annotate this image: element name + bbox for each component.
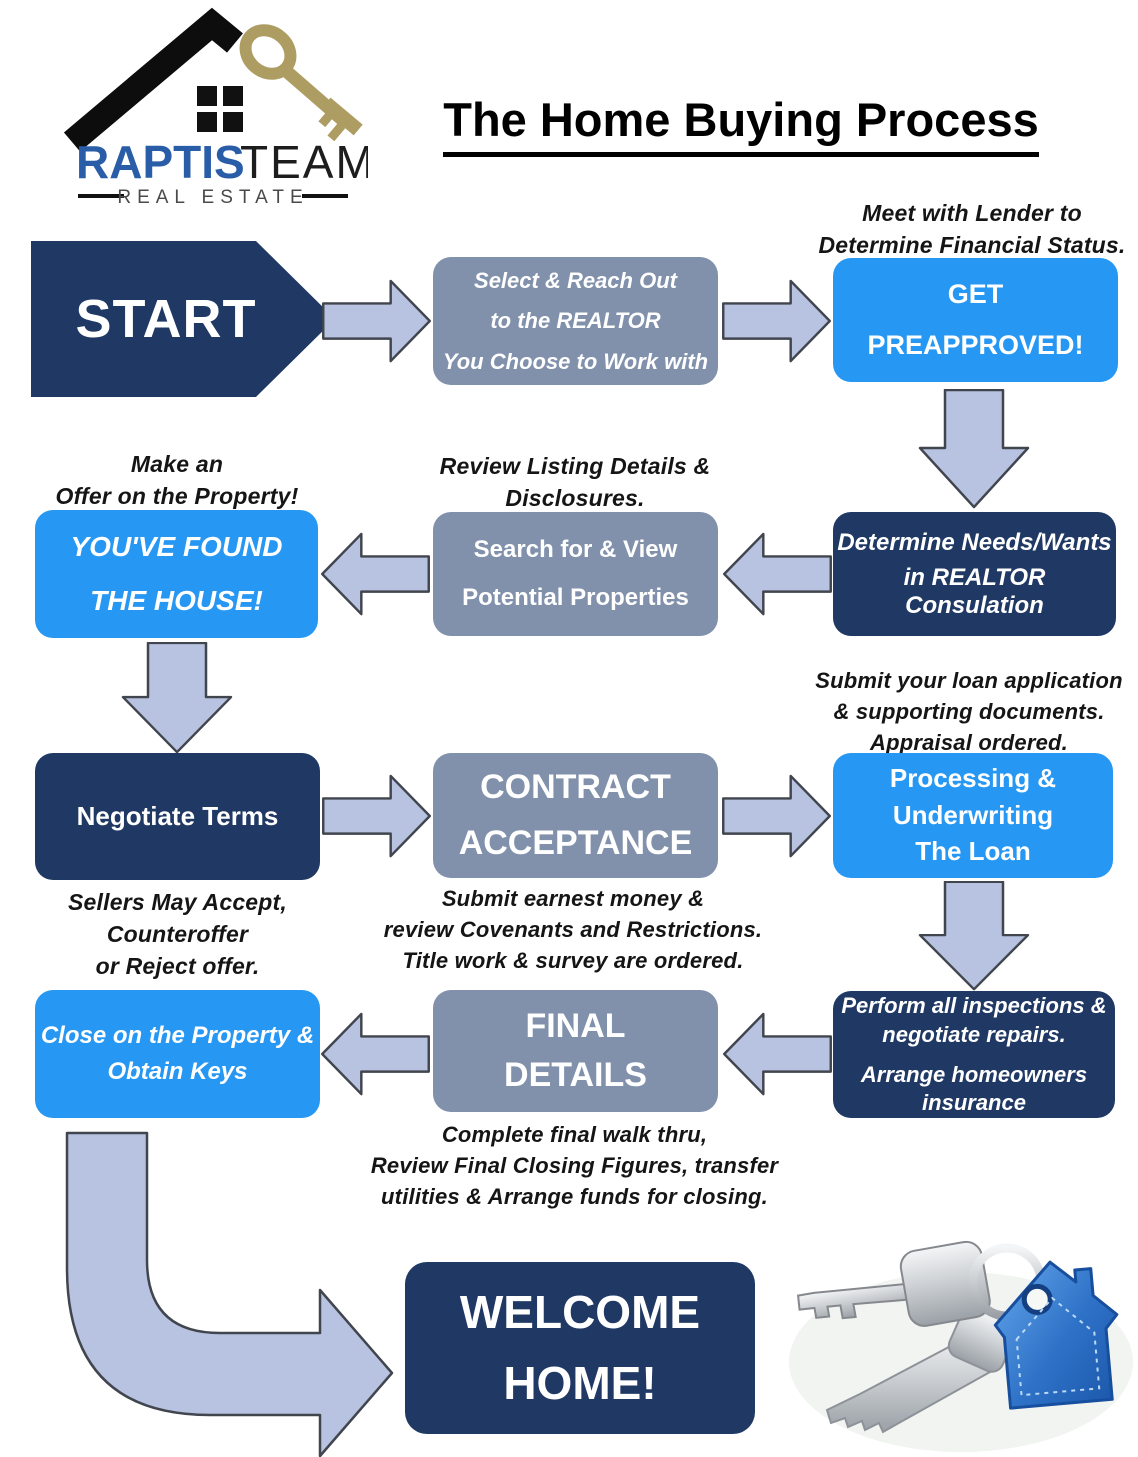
logo-brand-primary: RAPTIS	[76, 136, 245, 188]
step-select-realtor: Select & Reach Out to the REALTOR You Ch…	[433, 257, 718, 385]
step-line: THE HOUSE!	[90, 585, 263, 616]
keys-photo	[789, 1240, 1133, 1452]
key-icon	[239, 24, 363, 142]
step-search-properties: Search for & View Potential Properties	[433, 512, 718, 636]
step-line: DETAILS	[504, 1056, 647, 1094]
step-inspections: Perform all inspections & negotiate repa…	[833, 991, 1115, 1118]
step-line: Close on the Property &	[40, 1022, 315, 1050]
logo-tagline: REAL ESTATE	[117, 187, 308, 208]
step-line: YOU'VE FOUND	[70, 530, 283, 562]
step-line: Determine Needs/Wants	[837, 528, 1112, 556]
step-line: to the REALTOR	[490, 308, 661, 334]
note-meet-lender: Meet with Lender to Determine Financial …	[818, 200, 1126, 259]
step-close-property: Close on the Property & Obtain Keys	[35, 990, 320, 1118]
step-final-details: FINAL DETAILS	[433, 990, 718, 1112]
step-label: Negotiate Terms	[76, 800, 279, 831]
step-line: Processing &	[889, 762, 1057, 793]
step-line: Perform all inspections &	[841, 993, 1107, 1019]
page-title: The Home Buying Process	[423, 92, 1059, 157]
logo-brand-secondary: TEAM	[240, 136, 368, 188]
note-make-offer: Make an Offer on the Property!	[55, 451, 299, 510]
arrow-right-icon	[322, 774, 431, 858]
step-line: You Choose to Work with	[442, 348, 709, 374]
note-sellers-accept: Sellers May Accept, Counteroffer or Reje…	[68, 889, 287, 980]
step-label: START	[75, 288, 257, 349]
arrow-down-icon	[121, 642, 233, 754]
arrow-right-icon	[322, 279, 431, 363]
step-line: insurance	[922, 1090, 1026, 1116]
step-get-preapproved: GET PREAPPROVED!	[833, 258, 1118, 382]
step-negotiate-terms: Negotiate Terms	[35, 753, 320, 880]
step-line: FINAL	[525, 1006, 626, 1045]
step-line: ACCEPTANCE	[458, 823, 693, 862]
step-start: START	[31, 241, 335, 397]
step-realtor-consult: Determine Needs/Wants in REALTOR Consula…	[833, 512, 1116, 636]
house-keychain-icon	[993, 1260, 1119, 1410]
arrow-left-icon	[723, 1012, 832, 1096]
step-welcome-home: WELCOME HOME!	[405, 1262, 755, 1434]
step-line: Search for & View	[473, 536, 678, 564]
raptis-team-logo: RAPTIS TEAM REAL ESTATE	[63, 7, 368, 208]
step-processing-underwriting: Processing & Underwriting The Loan	[833, 753, 1113, 878]
step-line: HOME!	[503, 1357, 657, 1409]
step-line: Select & Reach Out	[474, 268, 677, 294]
arrow-right-icon	[722, 774, 831, 858]
key-upper-icon	[797, 1240, 991, 1327]
arrow-down-icon	[918, 389, 1030, 509]
arrow-left-icon	[321, 1012, 430, 1096]
step-line: Obtain Keys	[107, 1058, 248, 1085]
arrow-right-icon	[722, 279, 831, 363]
step-line: PREAPPROVED!	[867, 330, 1084, 360]
note-loan-application: Submit your loan application & supportin…	[815, 668, 1123, 755]
note-review-listing: Review Listing Details & Disclosures.	[439, 453, 711, 512]
house-roof-icon	[63, 7, 243, 152]
step-line: in REALTOR Consulation	[903, 564, 1046, 619]
step-line: CONTRACT	[480, 768, 671, 807]
step-line: negotiate repairs.	[882, 1021, 1066, 1047]
note-final-walkthru: Complete final walk thru, Review Final C…	[370, 1122, 779, 1209]
step-line: The Loan	[915, 836, 1031, 867]
step-found-house: YOU'VE FOUND THE HOUSE!	[35, 510, 318, 638]
note-earnest-money: Submit earnest money & review Covenants …	[383, 886, 763, 973]
step-line: Potential Properties	[462, 584, 689, 611]
arrow-left-icon	[321, 532, 430, 616]
step-line: WELCOME	[459, 1286, 701, 1339]
step-line: GET	[947, 278, 1004, 309]
window-icon	[197, 86, 243, 132]
arrow-down-icon	[918, 881, 1030, 991]
step-line: Underwriting	[892, 799, 1054, 830]
arrow-curved-down-right-icon	[65, 1131, 394, 1457]
step-line: Arrange homeowners	[860, 1062, 1088, 1087]
arrow-left-icon	[723, 532, 832, 616]
step-contract-acceptance: CONTRACT ACCEPTANCE	[433, 753, 718, 878]
